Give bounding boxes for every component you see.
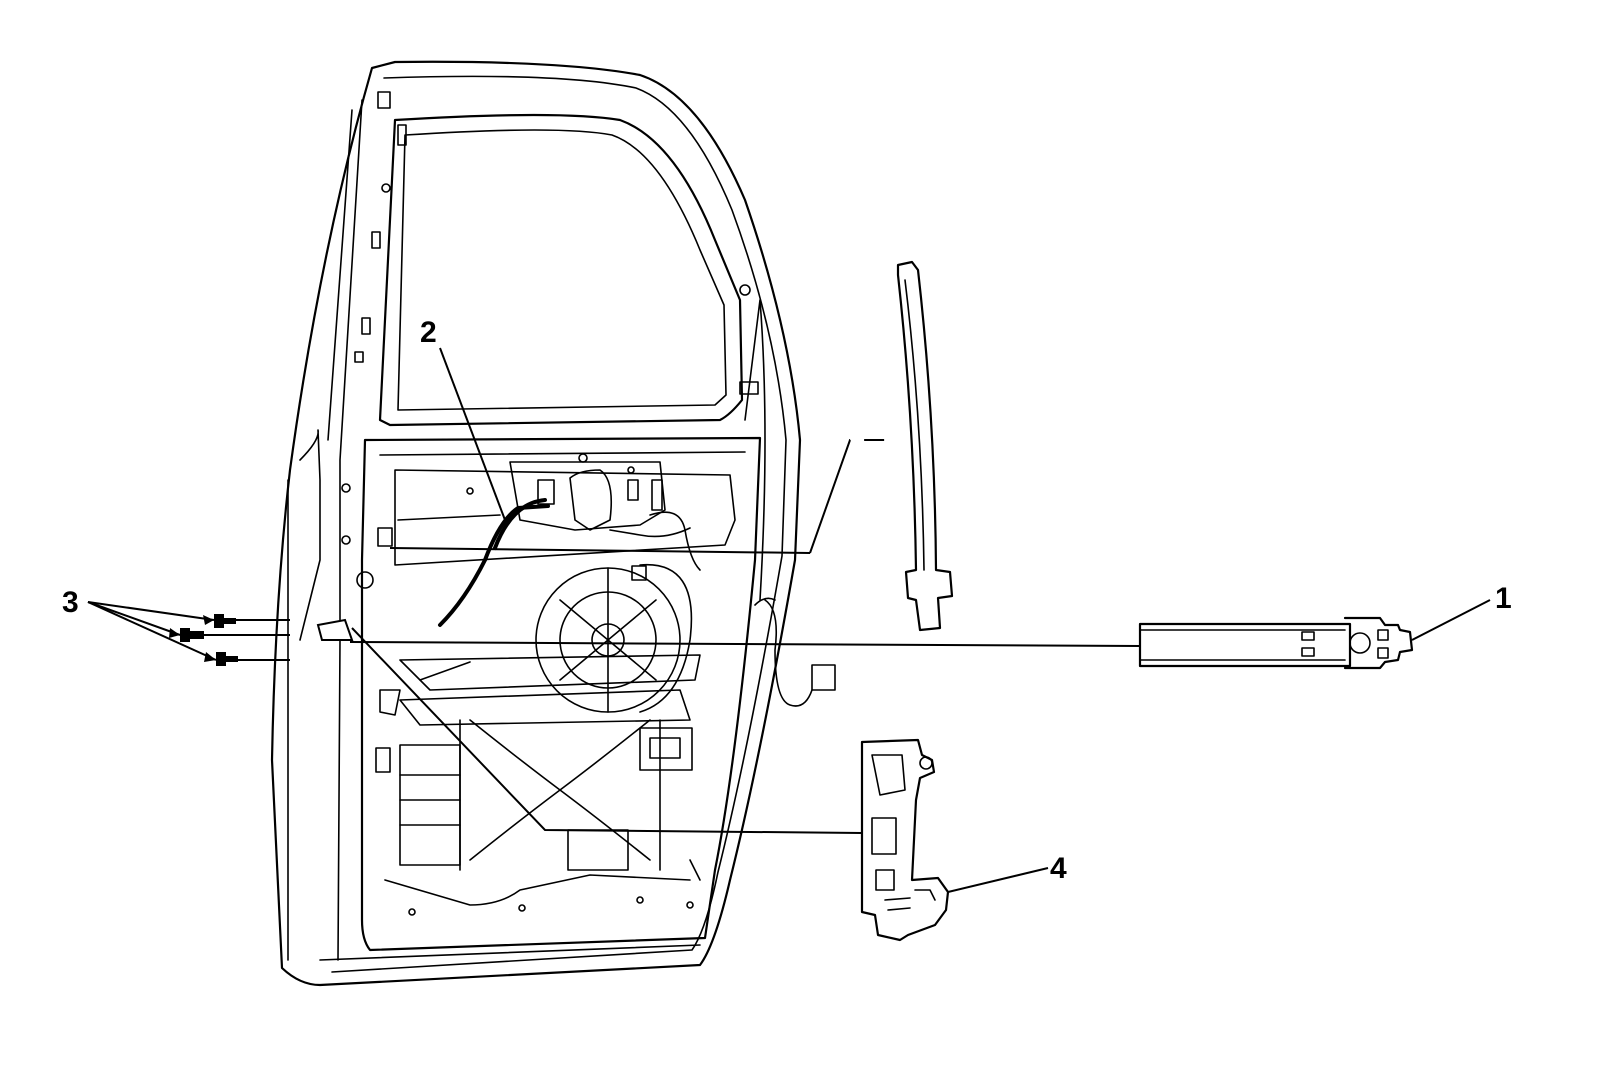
window-channel-cable xyxy=(316,498,550,641)
callout-3: 3 xyxy=(62,586,79,619)
bolts xyxy=(180,614,238,666)
callout-leaders xyxy=(87,347,1491,893)
alignment-lines xyxy=(204,439,1141,834)
bolt-icon xyxy=(214,614,236,628)
callout-2: 2 xyxy=(420,316,437,349)
lower-bracket xyxy=(860,738,950,942)
callout-4: 4 xyxy=(1050,852,1067,885)
rear-glass-run-channel xyxy=(896,260,954,632)
callout-1: 1 xyxy=(1495,582,1512,615)
bolt-icon xyxy=(180,628,204,642)
callout-labels: 1 2 3 4 xyxy=(62,316,1512,885)
bolt-icon xyxy=(216,652,238,666)
door-panel xyxy=(270,60,836,987)
window-regulator-rail xyxy=(1138,616,1414,670)
